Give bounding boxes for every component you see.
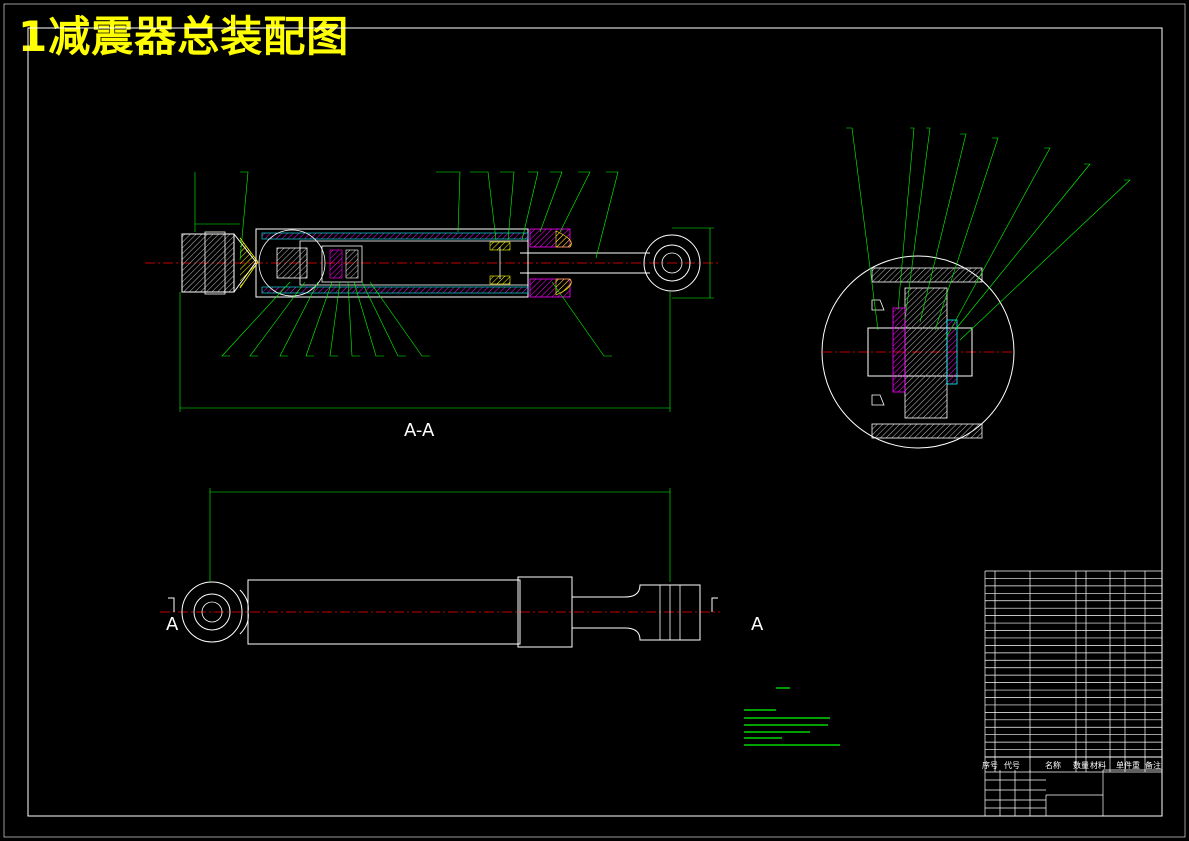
title-block-header-3: 数量 — [1073, 760, 1089, 770]
title-block-header-2: 名称 — [1045, 760, 1061, 770]
technical-notes — [744, 687, 840, 746]
drawing-title: 1减震器总装配图 — [18, 12, 350, 61]
detail-view — [821, 127, 1131, 449]
sheet-border — [27, 27, 1163, 817]
view-marker-left: A — [166, 614, 179, 635]
title-block-header-6: 备注 — [1145, 760, 1161, 770]
sheet-outer-border — [3, 3, 1186, 838]
title-block-header-4: 材料 — [1090, 760, 1106, 770]
title-block: 序号代号 名称 数量材料单件重备注 — [982, 570, 1163, 817]
section-label: A-A — [404, 420, 435, 441]
title-block-header-0: 序号 — [982, 760, 998, 770]
external-view — [160, 488, 720, 648]
view-marker-right: A — [751, 614, 764, 635]
section-view-a-a — [145, 171, 720, 412]
title-block-header-1: 代号 — [1004, 760, 1020, 770]
title-block-header-5: 单件重 — [1116, 760, 1140, 770]
